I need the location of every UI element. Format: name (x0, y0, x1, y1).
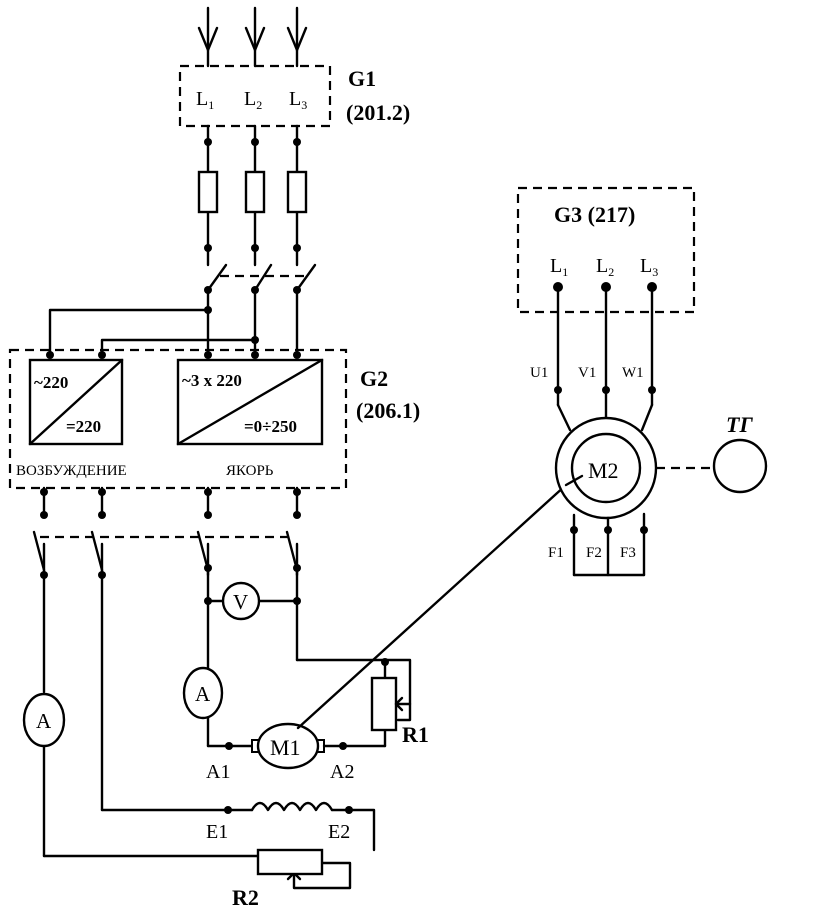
v1-label: V1 (578, 365, 596, 381)
u1-label: U1 (530, 365, 548, 381)
g1-terminal-l2: L2 (244, 88, 262, 112)
g1-code: (201.2) (346, 100, 410, 125)
rheostat-r1 (370, 676, 398, 732)
e1-label: E1 (206, 821, 228, 843)
g1-terminal-l1: L1 (196, 88, 214, 112)
g3-terminal-l1: L1 (550, 255, 568, 279)
excitation-caption: ВОЗБУЖДЕНИЕ (16, 463, 127, 479)
tacho-label: ТГ (726, 412, 753, 437)
g2-outputs (40, 486, 301, 519)
g3-terminal-l3: L3 (640, 255, 658, 279)
g1-name: G1 (348, 66, 376, 91)
g2-block (8, 348, 348, 490)
f3-label: F3 (620, 545, 636, 561)
g3-title: G3 (217) (554, 202, 635, 227)
rheostat-r2 (256, 848, 324, 876)
motor-m1 (251, 722, 345, 770)
ammeter-excitation (22, 692, 66, 748)
r1-label: R1 (402, 722, 429, 747)
ammeter-armature (182, 666, 224, 720)
armature-out: =0÷250 (244, 417, 297, 436)
voltmeter (221, 581, 261, 621)
fuse-2 (244, 170, 266, 214)
excitation-circuit (42, 573, 376, 890)
output-switch (32, 530, 301, 579)
g3-terminal-l2: L2 (596, 255, 614, 279)
g2-code: (206.1) (356, 398, 420, 423)
armature-in: ~3 x 220 (182, 371, 242, 390)
ammeter-excitation-label: A (36, 709, 52, 733)
f1-label: F1 (548, 545, 564, 561)
g2-name: G2 (360, 366, 388, 391)
e2-label: E2 (328, 821, 350, 843)
w1-label: W1 (622, 365, 644, 381)
a2-label: A2 (330, 761, 354, 783)
f2-label: F2 (586, 545, 602, 561)
tachogenerator (712, 438, 768, 494)
armature-circuit (204, 566, 412, 750)
shaft-coupling (296, 483, 568, 730)
excitation-in: ~220 (34, 373, 68, 392)
m2-label: M2 (588, 458, 619, 483)
a1-label: A1 (206, 761, 230, 783)
excitation-out: =220 (66, 417, 101, 436)
motor-m2 (554, 416, 658, 577)
fuse-lines (197, 124, 308, 252)
g1-terminal-l3: L3 (289, 88, 307, 112)
main-switch (46, 246, 317, 359)
r2-label: R2 (232, 885, 259, 910)
m1-label: M1 (270, 735, 301, 760)
supply-arrows (197, 6, 308, 68)
fuse-3 (286, 170, 308, 214)
voltmeter-label: V (233, 590, 248, 614)
armature-caption: ЯКОРЬ (226, 463, 274, 479)
fuse-1 (197, 170, 219, 214)
ammeter-armature-label: A (195, 682, 211, 706)
g3-terminals (553, 282, 657, 432)
